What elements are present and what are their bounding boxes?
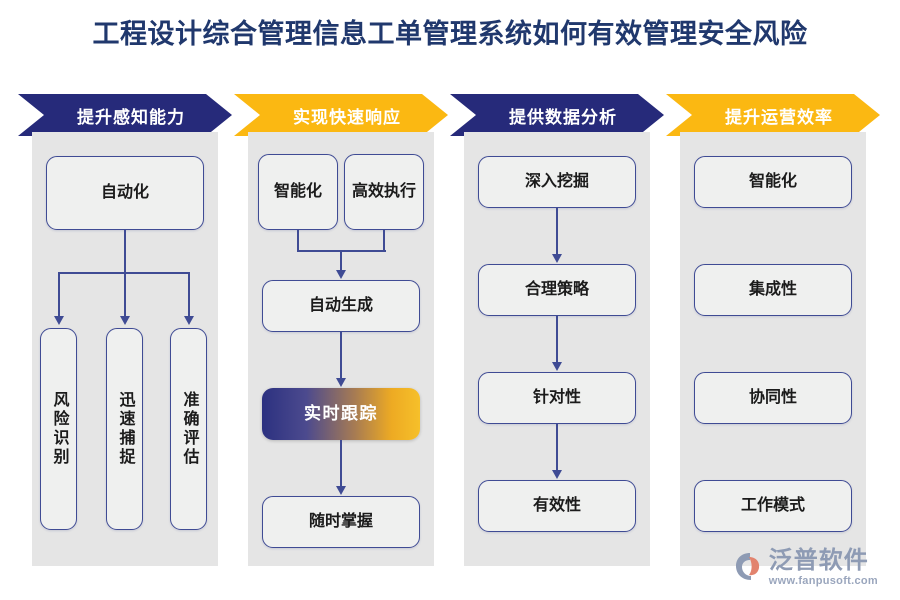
node-work-mode[interactable]: 工作模式 <box>694 480 852 532</box>
node-efficient-execution[interactable]: 高效执行 <box>344 154 424 230</box>
brand-logo: 泛普软件 www.fanpusoft.com <box>733 548 878 588</box>
connector-stem-right <box>383 230 386 252</box>
column-panel-3: 深入挖掘 合理策略 针对性 有效性 <box>464 132 650 566</box>
column-panel-4: 智能化 集成性 协同性 工作模式 <box>680 132 866 566</box>
node-targeted[interactable]: 针对性 <box>478 372 636 424</box>
connector-branch-left <box>58 272 61 318</box>
brand-url: www.fanpusoft.com <box>768 575 878 587</box>
arrowhead-to-autogen <box>335 270 346 279</box>
arrowhead-1 <box>551 254 562 263</box>
brand-name: 泛普软件 <box>768 548 869 574</box>
column-panel-2: 智能化 高效执行 自动生成 实时跟踪 随时掌握 <box>248 132 434 566</box>
connector-stem-left <box>297 230 300 252</box>
connector-track-to-grasp <box>340 440 343 488</box>
node-rapid-capture[interactable]: 迅速捕捉 <box>106 328 143 530</box>
node-realtime-tracking[interactable]: 实时跟踪 <box>262 388 420 440</box>
node-anytime-grasp[interactable]: 随时掌握 <box>262 496 420 548</box>
node-automation[interactable]: 自动化 <box>46 156 204 230</box>
node-intelligent[interactable]: 智能化 <box>258 154 338 230</box>
connector-autogen-to-track <box>340 332 343 380</box>
connector-stem <box>124 230 127 274</box>
node-auto-generation[interactable]: 自动生成 <box>262 280 420 332</box>
arrowhead-3 <box>551 470 562 479</box>
column-banner-2[interactable]: 实现快速响应 <box>234 94 448 136</box>
column-banner-3[interactable]: 提供数据分析 <box>450 94 664 136</box>
node-integration[interactable]: 集成性 <box>694 264 852 316</box>
arrowhead-2 <box>551 362 562 371</box>
column-banner-label: 提供数据分析 <box>509 107 617 127</box>
node-intelligent-2[interactable]: 智能化 <box>694 156 852 208</box>
connector-3 <box>556 424 559 472</box>
column-banner-4[interactable]: 提升运营效率 <box>666 94 880 136</box>
node-deep-mining[interactable]: 深入挖掘 <box>478 156 636 208</box>
connector-branch-mid <box>124 272 127 318</box>
node-risk-identification[interactable]: 风险识别 <box>40 328 77 530</box>
column-banner-label: 提升感知能力 <box>77 107 185 127</box>
connector-2 <box>556 316 559 364</box>
node-collaboration[interactable]: 协同性 <box>694 372 852 424</box>
column-panel-1: 自动化 风险识别 迅速捕捉 准确评估 <box>32 132 218 566</box>
fanpu-logo-icon <box>733 551 763 586</box>
column-banner-label: 提升运营效率 <box>725 107 833 127</box>
node-effective[interactable]: 有效性 <box>478 480 636 532</box>
page-title: 工程设计综合管理信息工单管理系统如何有效管理安全风险 <box>92 19 808 49</box>
column-banner-label: 实现快速响应 <box>293 107 401 127</box>
arrowhead-to-grasp <box>335 486 346 495</box>
arrowhead-mid <box>119 316 130 325</box>
arrowhead-right <box>183 316 194 325</box>
arrowhead-left <box>53 316 64 325</box>
node-reasonable-strategy[interactable]: 合理策略 <box>478 264 636 316</box>
connector-1 <box>556 208 559 256</box>
column-banner-1[interactable]: 提升感知能力 <box>18 94 232 136</box>
connector-branch-right <box>188 272 191 318</box>
arrowhead-to-track <box>335 378 346 387</box>
node-accurate-assessment[interactable]: 准确评估 <box>170 328 207 530</box>
connector-merge-stem <box>340 250 343 272</box>
